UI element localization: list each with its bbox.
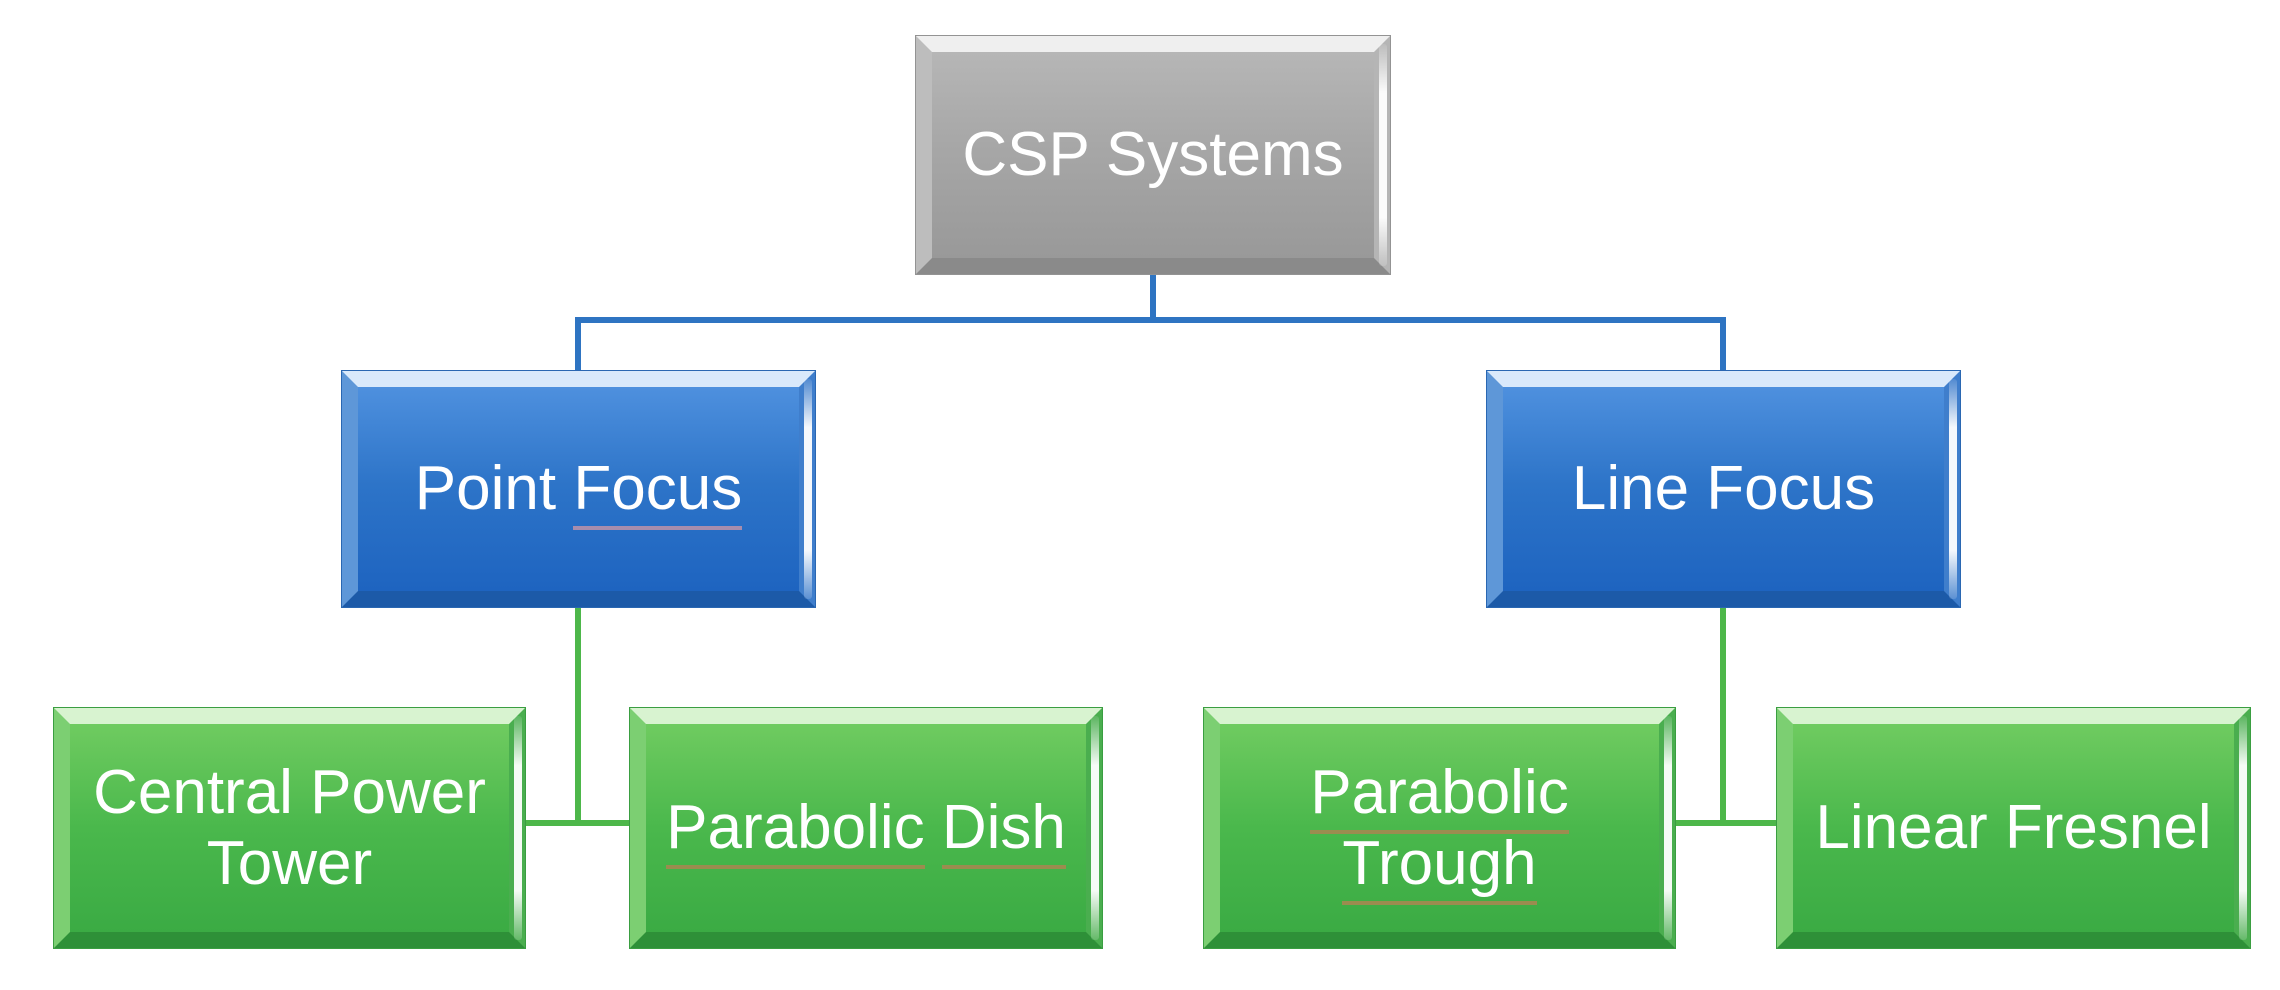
- node-label: Point Focus: [415, 453, 743, 531]
- node-label: Parabolic Dish: [666, 792, 1066, 870]
- connector-point-focus-rail: [520, 820, 635, 826]
- connector-line-focus-rail: [1670, 820, 1784, 826]
- connector-csp-stem: [1150, 272, 1156, 320]
- node-line-focus: Line Focus: [1486, 370, 1961, 608]
- connector-line-focus-stem: [1720, 604, 1726, 826]
- node-linear-fresnel: Linear Fresnel: [1776, 707, 2251, 949]
- node-label: Linear Fresnel: [1815, 793, 2212, 863]
- connector-csp-rail: [575, 317, 1726, 323]
- node-label: CSP Systems: [962, 120, 1344, 190]
- node-central-power-tower: Central Power Tower: [53, 707, 526, 949]
- connector-point-focus-drop: [575, 320, 581, 373]
- node-label: Parabolic Trough: [1230, 757, 1649, 905]
- node-label: Line Focus: [1571, 454, 1876, 524]
- node-label: Central Power Tower: [93, 757, 486, 898]
- node-csp-systems: CSP Systems: [915, 35, 1391, 275]
- node-parabolic-trough: Parabolic Trough: [1203, 707, 1676, 949]
- connector-point-focus-stem: [575, 604, 581, 826]
- connector-line-focus-drop: [1720, 320, 1726, 373]
- node-point-focus: Point Focus: [341, 370, 816, 608]
- node-parabolic-dish: Parabolic Dish: [629, 707, 1103, 949]
